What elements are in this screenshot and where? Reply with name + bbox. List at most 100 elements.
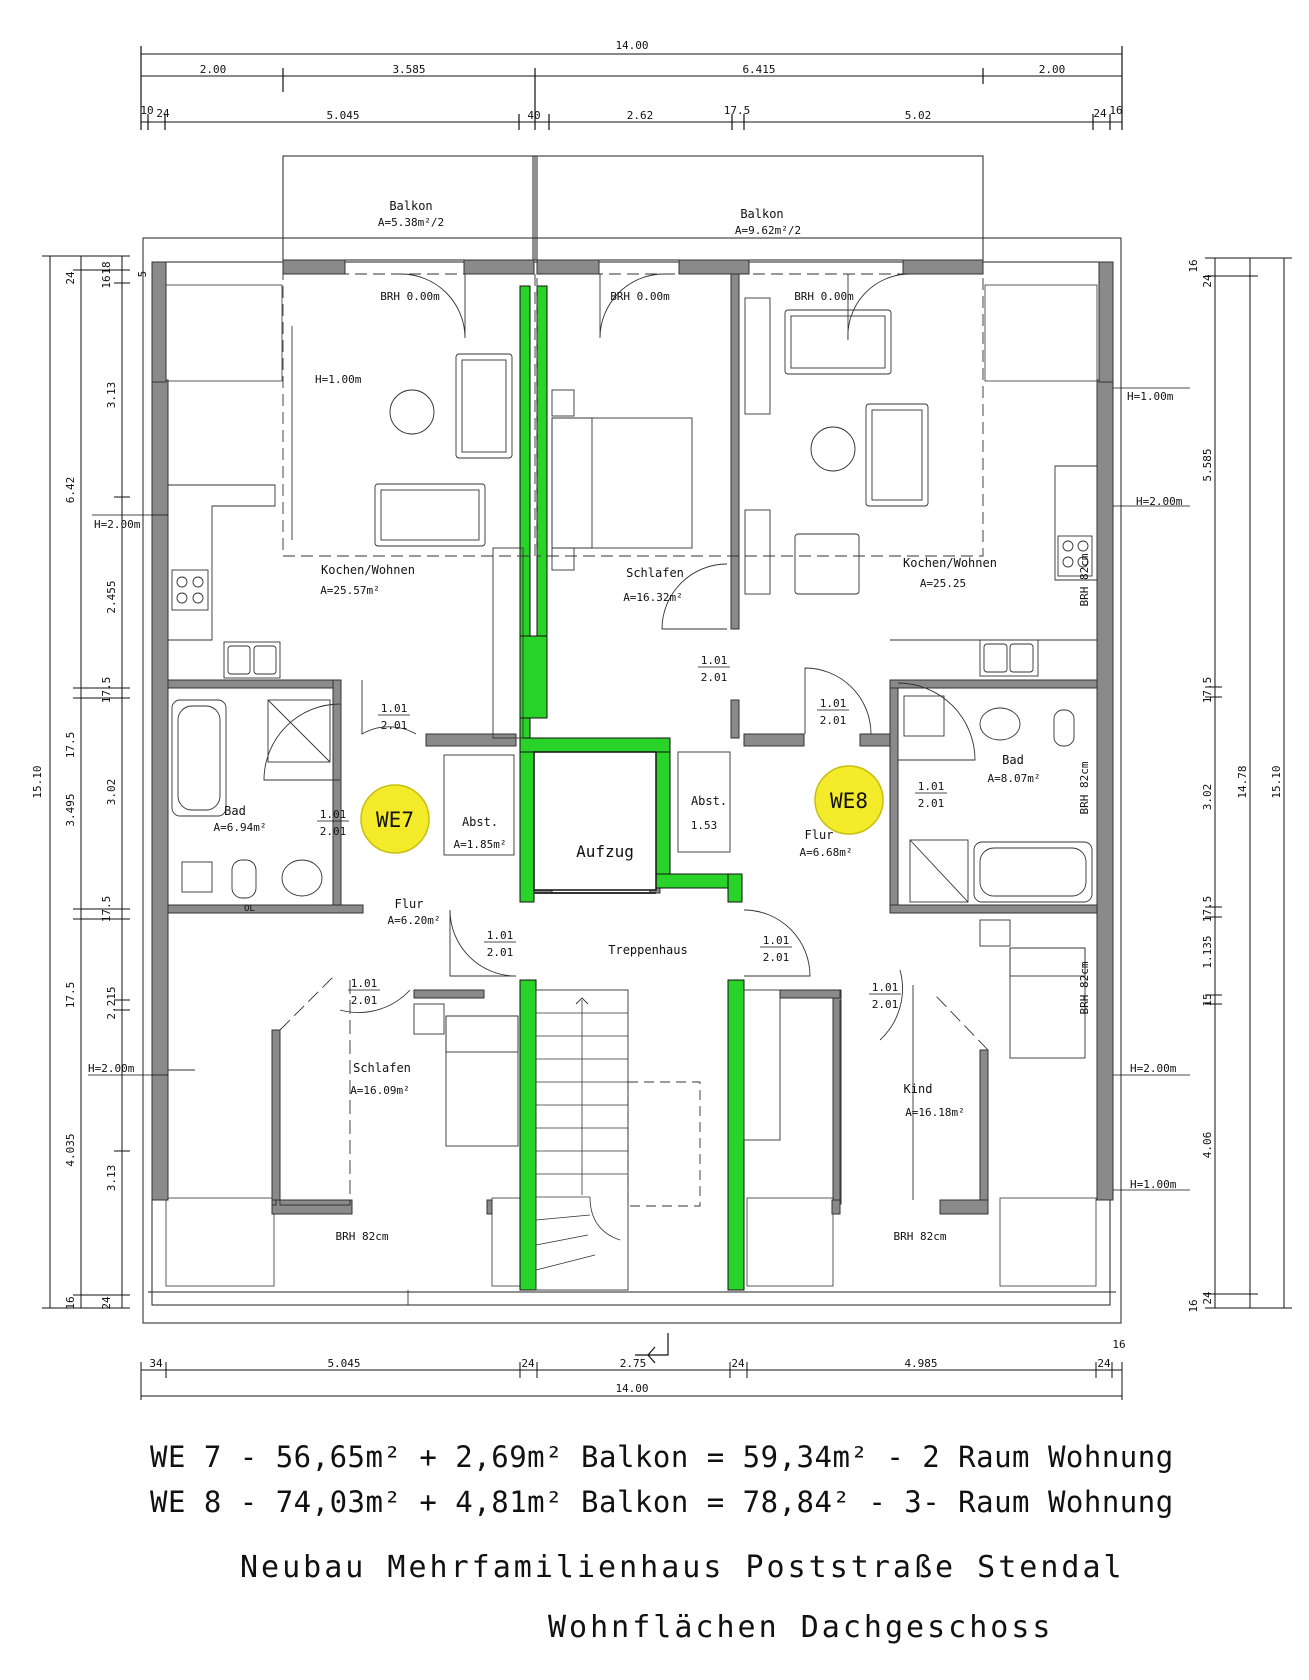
svg-text:1.01: 1.01 <box>763 934 790 947</box>
dim-label: 17.5 <box>1201 896 1214 923</box>
svg-text:2.01: 2.01 <box>918 797 945 810</box>
dim-label: 2.00 <box>1039 63 1066 76</box>
door-label: 1.01 2.01 <box>869 981 901 1011</box>
room-name-kochen-right: Kochen/Wohnen <box>903 556 997 570</box>
svg-text:1.01: 1.01 <box>872 981 899 994</box>
dim-label: 3.585 <box>392 63 425 76</box>
floor-plan: 14.00 2.00 3.585 6.415 2.00 10 24 5.045 … <box>31 39 1292 1400</box>
dim-label: 18 <box>100 261 113 274</box>
height-label: H=1.00m <box>1127 390 1174 403</box>
room-name-kochen-left: Kochen/Wohnen <box>321 563 415 577</box>
door-label: 1.01 2.01 <box>317 808 349 838</box>
svg-text:1.01: 1.01 <box>918 780 945 793</box>
svg-text:2.01: 2.01 <box>820 714 847 727</box>
room-name-flur-right: Flur <box>805 828 834 842</box>
dim-label: 1.135 <box>1201 935 1214 968</box>
svg-text:2.01: 2.01 <box>701 671 728 684</box>
dim-label: 24 <box>1097 1357 1111 1370</box>
svg-text:2.01: 2.01 <box>487 946 514 959</box>
room-area-schlafen-bottom: A=16.09m² <box>350 1084 410 1097</box>
room-name-bad-right: Bad <box>1002 753 1024 767</box>
dim-label: 4.035 <box>64 1133 77 1166</box>
height-label: H=1.00m <box>315 373 362 386</box>
svg-text:1.01: 1.01 <box>320 808 347 821</box>
dim-label: 3.495 <box>64 793 77 826</box>
dim-label: 16 <box>1109 104 1122 117</box>
room-area-flur-left: A=6.20m² <box>388 914 441 927</box>
dim-label: 2.455 <box>105 580 118 613</box>
parapet-label: BRH 0.00m <box>380 290 440 303</box>
room-area-balkon-right: A=9.62m²/2 <box>735 224 801 237</box>
parapet-label: BRH 82cm <box>1078 553 1091 606</box>
right-dimensions <box>1205 257 1292 1309</box>
svg-text:2.01: 2.01 <box>351 994 378 1007</box>
dim-label: 24 <box>1201 274 1214 288</box>
height-label: H=2.00m <box>1136 495 1183 508</box>
door-label: 1.01 2.01 <box>378 702 410 732</box>
dim-top-total: 14.00 <box>615 39 648 52</box>
unit-label-we7: WE7 <box>376 808 414 832</box>
bottom-dimension-labels: 34 5.045 24 2.75 24 4.985 24 16 14.00 <box>149 1338 1125 1395</box>
parapet-label: BRH 0.00m <box>610 290 670 303</box>
walls <box>151 259 1114 1215</box>
room-labels: Balkon A=5.38m²/2 Balkon A=9.62m²/2 Koch… <box>214 199 1041 1119</box>
dim-label: 6.415 <box>742 63 775 76</box>
room-name-treppenhaus: Treppenhaus <box>608 943 687 957</box>
door-label: 1.01 2.01 <box>698 654 730 684</box>
door-label: 1.01 2.01 <box>915 780 947 810</box>
dim-bottom-total: 14.00 <box>615 1382 648 1395</box>
summary-line-we7: WE 7 - 56,65m² + 2,69m² Balkon = 59,34m²… <box>150 1440 1174 1474</box>
svg-text:2.01: 2.01 <box>872 998 899 1011</box>
room-name-balkon-left: Balkon <box>389 199 432 213</box>
dim-label: 17.5 <box>100 896 113 923</box>
project-title: Neubau Mehrfamilienhaus Poststraße Stend… <box>240 1550 1125 1585</box>
left-dimensions <box>42 255 130 1309</box>
dim-label: 40 <box>527 109 540 122</box>
dim-label: 2.75 <box>620 1357 647 1370</box>
svg-text:1.01: 1.01 <box>351 977 378 990</box>
bottom-dimensions <box>140 1362 1123 1400</box>
room-name-balkon-right: Balkon <box>740 207 783 221</box>
dim-label: 5.02 <box>905 109 932 122</box>
balcony-right <box>532 155 984 261</box>
dim-label: 34 <box>149 1357 163 1370</box>
dim-label: 3.13 <box>105 1165 118 1192</box>
door-label: 1.01 2.01 <box>817 697 849 727</box>
unit-label-we8: WE8 <box>830 789 868 813</box>
height-label: H=1.00m <box>1130 1178 1177 1191</box>
fire-wall-shafts <box>519 285 745 1291</box>
door-swings <box>263 273 976 1041</box>
svg-text:2.01: 2.01 <box>763 951 790 964</box>
height-label: H=2.00m <box>94 518 141 531</box>
dim-label: 5.585 <box>1201 448 1214 481</box>
svg-text:1.01: 1.01 <box>487 929 514 942</box>
unit-markers: WE7 WE8 <box>360 765 884 854</box>
room-area-schlafen-top: A=16.32m² <box>623 591 683 604</box>
svg-text:1.01: 1.01 <box>381 702 408 715</box>
left-dimension-labels: 15.10 6.42 17.5 3.495 17.5 4.035 24 18 1… <box>31 261 149 1309</box>
room-area-kind: A=16.18m² <box>905 1106 965 1119</box>
height-label: H=2.00m <box>1130 1062 1177 1075</box>
dim-label: 3.02 <box>1201 784 1214 811</box>
parapet-label: BRH 82cm <box>894 1230 947 1243</box>
dim-label: 24 <box>156 107 170 120</box>
room-area-flur-right: A=6.68m² <box>800 846 853 859</box>
door-label: 1.01 2.01 <box>484 929 516 959</box>
dim-label: 17.5 <box>64 982 77 1009</box>
dim-label: 2.215 <box>105 986 118 1019</box>
parapet-label: BRH 0.00m <box>794 290 854 303</box>
dim-label: 16 <box>1187 259 1200 272</box>
room-area-kochen-right: A=25.25 <box>920 577 966 590</box>
dim-label: 17.5 <box>100 677 113 704</box>
room-area-balkon-left: A=5.38m²/2 <box>378 216 444 229</box>
dim-label: 24 <box>1093 107 1107 120</box>
dim-label: 16 <box>1112 1338 1125 1351</box>
dim-label: 5.045 <box>327 1357 360 1370</box>
room-area-bad-right: A=8.07m² <box>988 772 1041 785</box>
room-area-bad-left: A=6.94m² <box>214 821 267 834</box>
room-name-aufzug: Aufzug <box>576 842 634 861</box>
dim-label: 17.5 <box>64 732 77 759</box>
dim-label: 16 <box>1187 1299 1200 1312</box>
summary-line-we8: WE 8 - 74,03m² + 4,81m² Balkon = 78,84² … <box>150 1485 1174 1519</box>
top-dimensions <box>140 46 1123 130</box>
